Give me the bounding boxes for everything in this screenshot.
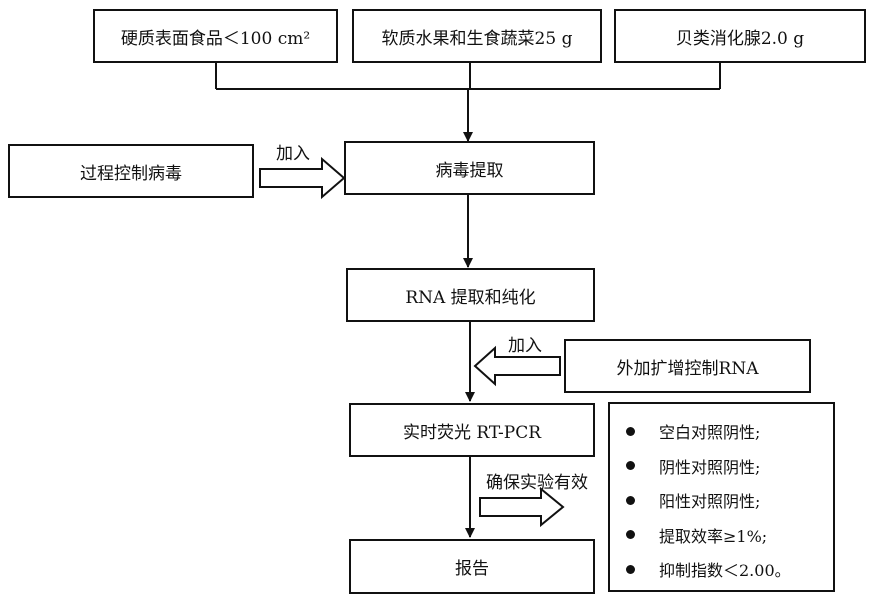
virus-extraction-label: 病毒提取 <box>435 160 504 181</box>
criteria-item: 空白对照阴性; <box>610 414 833 449</box>
process-control-virus-box: 过程控制病毒 <box>8 144 254 198</box>
bullet-icon <box>626 495 635 505</box>
report-label: 报告 <box>455 559 489 579</box>
bullet-icon <box>626 461 635 471</box>
sample-box-shellfish-label: 贝类消化腺2.0 g <box>675 28 805 49</box>
validity-label: 确保实验有效 <box>486 473 588 493</box>
sample-box-soft-fruit: 软质水果和生食蔬菜25 g <box>352 9 602 63</box>
sample-box-hard-surface: 硬质表面食品＜100 cm² <box>93 9 338 63</box>
sample-box-shellfish: 贝类消化腺2.0 g <box>614 9 866 63</box>
validity-criteria-list: 空白对照阴性; 阴性对照阴性; 阳性对照阴性; 提取效率≥1%; 抑制指数＜2.… <box>610 414 833 587</box>
process-control-virus-label: 过程控制病毒 <box>80 163 182 184</box>
realtime-pcr-box: 实时荧光 RT-PCR <box>349 403 595 457</box>
bullet-icon <box>626 530 635 540</box>
criteria-item-label: 阳性对照阴性; <box>659 492 761 512</box>
block-arrow-add-1 <box>259 156 346 200</box>
criteria-item-label: 抑制指数＜2.00。 <box>659 561 791 581</box>
rna-extraction-label: RNA 提取和纯化 <box>405 287 536 308</box>
block-arrow-add-2 <box>473 345 561 387</box>
block-arrow-validity <box>479 486 565 528</box>
validity-criteria-box: 空白对照阴性; 阴性对照阴性; 阳性对照阴性; 提取效率≥1%; 抑制指数＜2.… <box>608 402 835 592</box>
add-label-1: 加入 <box>276 144 310 164</box>
rna-extraction-box: RNA 提取和纯化 <box>346 268 595 322</box>
criteria-item: 提取效率≥1%; <box>610 518 833 553</box>
criteria-item: 阳性对照阴性; <box>610 483 833 518</box>
amplification-control-rna-box: 外加扩增控制RNA <box>564 339 811 393</box>
bullet-icon <box>626 564 635 574</box>
amplification-control-rna-label: 外加扩增控制RNA <box>616 358 759 379</box>
sample-box-soft-fruit-label: 软质水果和生食蔬菜25 g <box>381 28 573 49</box>
criteria-item: 抑制指数＜2.00。 <box>610 552 833 587</box>
criteria-item: 阴性对照阴性; <box>610 449 833 484</box>
report-box: 报告 <box>349 539 595 594</box>
realtime-pcr-label: 实时荧光 RT-PCR <box>402 422 542 443</box>
add-label-2: 加入 <box>508 336 542 356</box>
criteria-item-label: 提取效率≥1%; <box>659 526 768 546</box>
criteria-item-label: 空白对照阴性; <box>659 423 761 443</box>
virus-extraction-box: 病毒提取 <box>344 141 595 195</box>
sample-box-hard-surface-label: 硬质表面食品＜100 cm² <box>120 28 311 49</box>
bullet-icon <box>626 426 635 436</box>
criteria-item-label: 阴性对照阴性; <box>659 457 761 477</box>
